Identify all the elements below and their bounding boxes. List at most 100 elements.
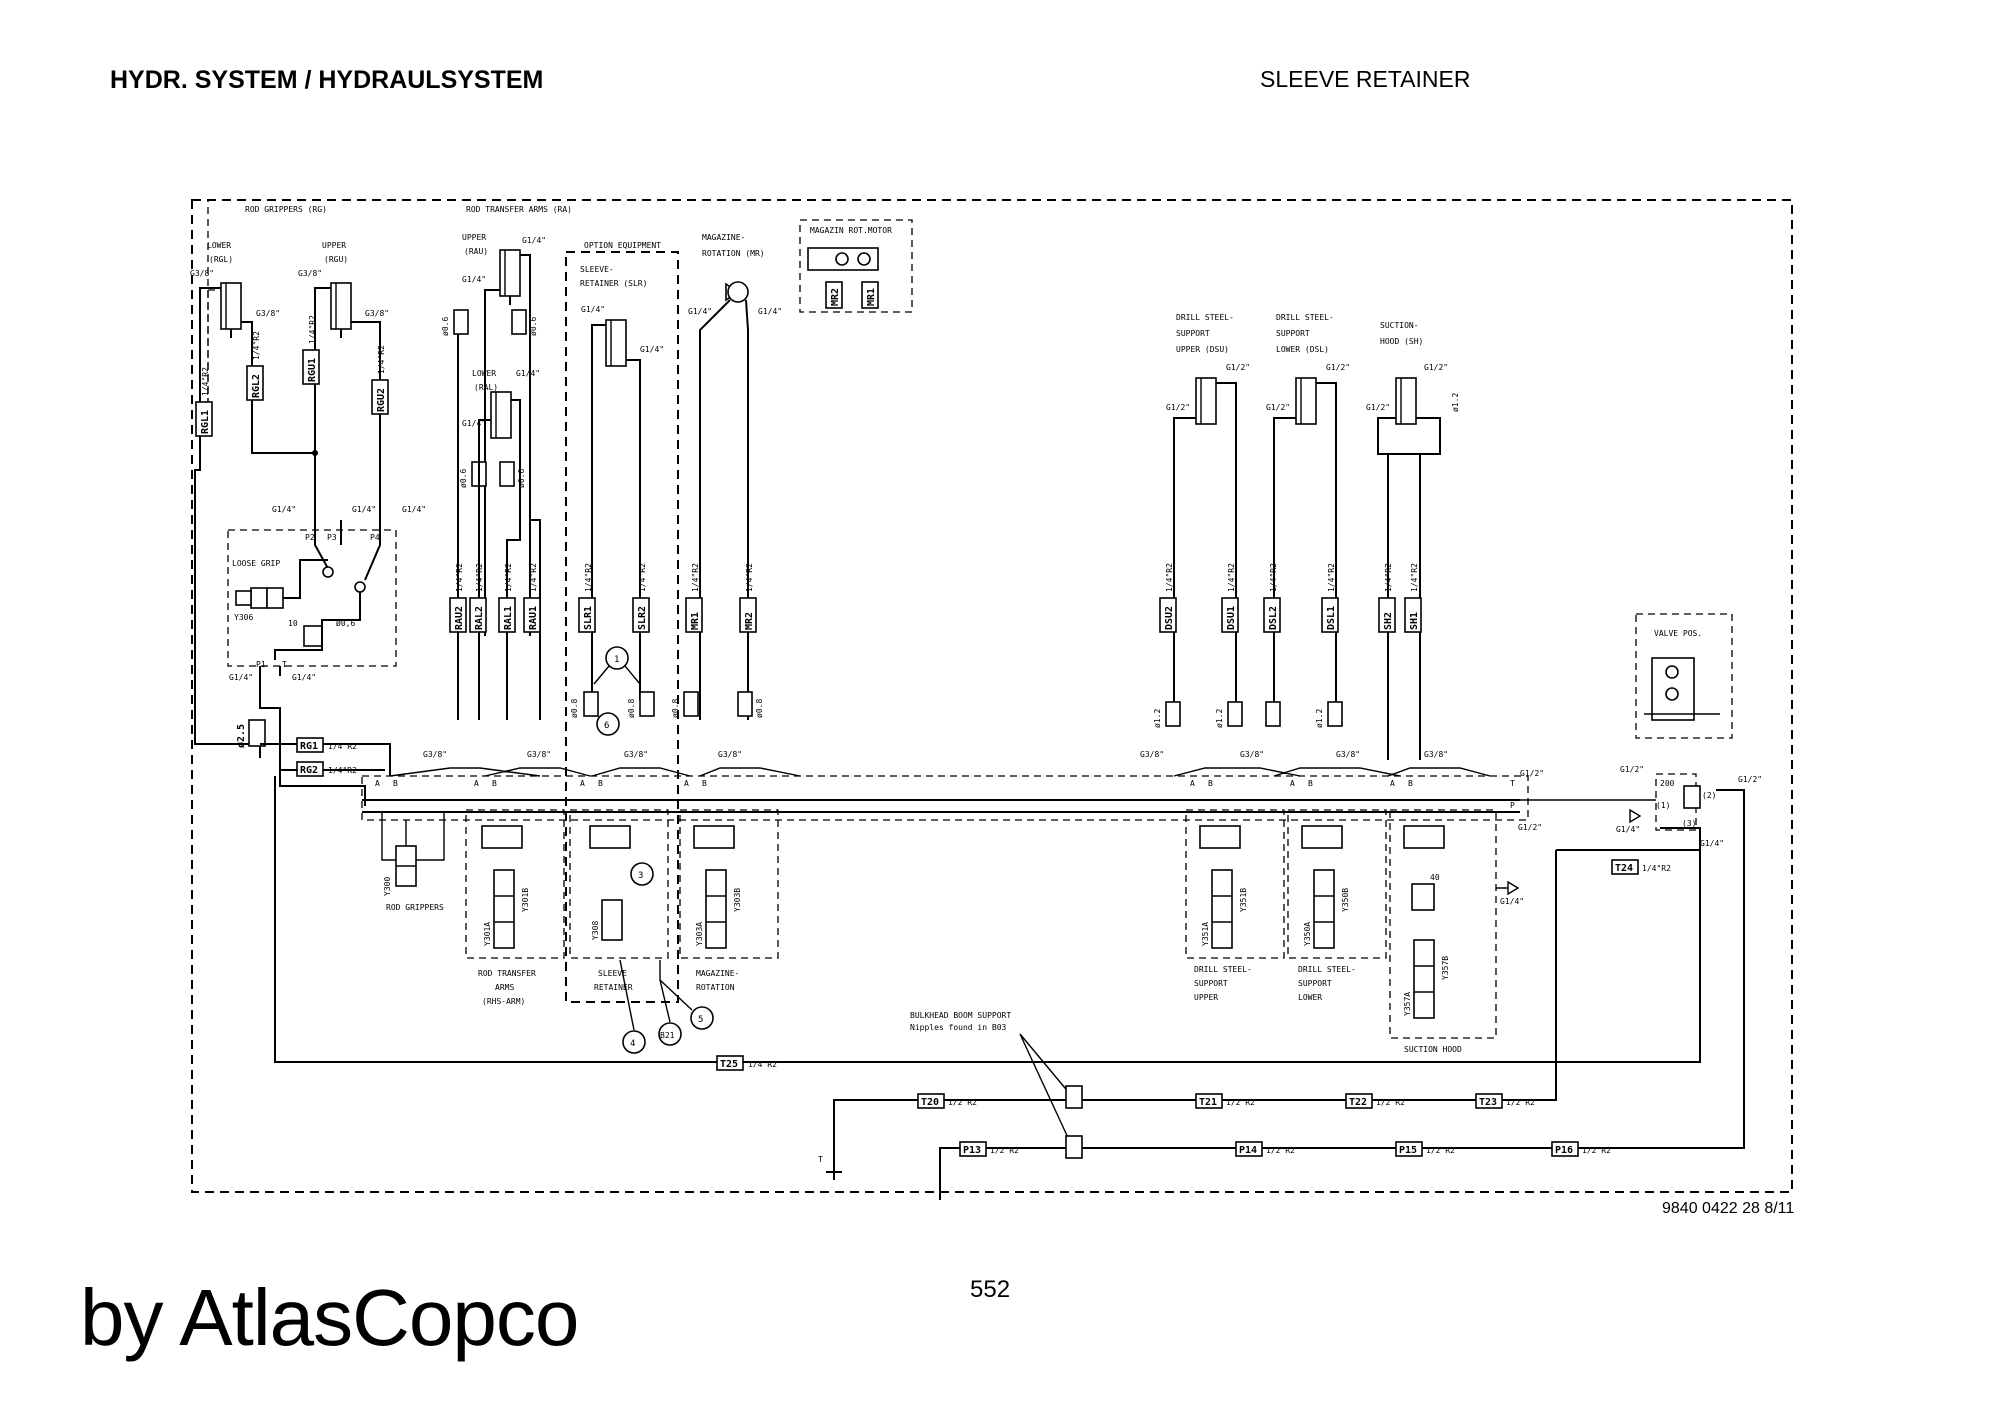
- hose-tag-rgl2: [246, 365, 264, 401]
- pressure-relief-10: [303, 625, 323, 647]
- svg-text:ø1.2: ø1.2: [1451, 393, 1460, 412]
- svg-text:T: T: [282, 660, 287, 669]
- svg-text:Y301B: Y301B: [521, 888, 530, 912]
- svg-text:B: B: [702, 779, 707, 788]
- svg-text:1/2"R2: 1/2"R2: [1266, 1146, 1295, 1155]
- loose-grip-block: [227, 529, 397, 667]
- svg-text:ROTATION (MR): ROTATION (MR): [702, 249, 765, 258]
- svg-text:A: A: [1290, 779, 1295, 788]
- svg-text:G3/8": G3/8": [1140, 750, 1164, 759]
- svg-text:ROD GRIPPERS: ROD GRIPPERS: [386, 903, 444, 912]
- svg-text:SH1: SH1: [1409, 612, 1420, 630]
- svg-text:1/4"R2: 1/4"R2: [691, 563, 700, 592]
- pressure-line-p13-p16: [939, 789, 1745, 1200]
- svg-text:Y303A: Y303A: [695, 922, 704, 946]
- svg-text:MR1: MR1: [690, 612, 701, 630]
- svg-text:G1/4": G1/4": [292, 673, 316, 682]
- svg-text:G1/4": G1/4": [516, 369, 540, 378]
- svg-text:RG1: RG1: [300, 741, 318, 752]
- svg-text:ø1.2: ø1.2: [1153, 709, 1162, 728]
- svg-text:G3/8": G3/8": [365, 309, 389, 318]
- svg-text:DSU2: DSU2: [1164, 606, 1175, 630]
- svg-text:DRILL STEEL-: DRILL STEEL-: [1194, 965, 1252, 974]
- svg-text:VALVE POS.: VALVE POS.: [1654, 629, 1702, 638]
- svg-text:G1/2": G1/2": [1518, 823, 1542, 832]
- svg-text:G1/4": G1/4": [229, 673, 253, 682]
- svg-text:G3/8": G3/8": [190, 269, 214, 278]
- svg-text:G1/2": G1/2": [1266, 403, 1290, 412]
- svg-text:1/4"R2: 1/4"R2: [377, 345, 386, 374]
- valve-pos-legend: [1635, 613, 1733, 739]
- svg-text:P1: P1: [256, 660, 266, 669]
- hose-tag-slr1: [578, 597, 596, 633]
- valve-section-dss-upper: Y351A Y351B DRILL STEEL- SUPPORT UPPER: [1185, 809, 1285, 1002]
- svg-text:G1/2": G1/2": [1366, 403, 1390, 412]
- svg-text:Y350B: Y350B: [1341, 888, 1350, 912]
- svg-text:T: T: [1510, 779, 1515, 788]
- brand-signature: by AtlasCopco: [80, 1273, 579, 1362]
- svg-text:1/4"R2: 1/4"R2: [1165, 563, 1174, 592]
- svg-text:ø1.2: ø1.2: [1215, 709, 1224, 728]
- svg-text:G1/2": G1/2": [1424, 363, 1448, 372]
- svg-text:1/4"R2: 1/4"R2: [504, 563, 513, 592]
- svg-text:Y357A: Y357A: [1403, 992, 1412, 1016]
- svg-text:LOWER: LOWER: [1298, 993, 1322, 1002]
- svg-text:A: A: [580, 779, 585, 788]
- svg-text:B: B: [1208, 779, 1213, 788]
- svg-text:1/4"R2: 1/4"R2: [1384, 563, 1393, 592]
- svg-text:G1/2": G1/2": [1326, 363, 1350, 372]
- svg-text:1/2"R2: 1/2"R2: [990, 1146, 1019, 1155]
- line-rgu2: [351, 321, 381, 520]
- valve-manifold: [361, 775, 1529, 821]
- svg-text:G1/4": G1/4": [522, 236, 546, 245]
- svg-text:RAL2: RAL2: [474, 606, 485, 630]
- bulkhead-nipple-p: [1065, 1135, 1083, 1159]
- cyl-rgu-label-2: (RGU): [324, 255, 348, 264]
- svg-text:T: T: [818, 1155, 823, 1164]
- cylinder-dsl: [1295, 377, 1317, 425]
- cyl-rgl-label-2: (RGL): [209, 255, 233, 264]
- svg-text:G3/8": G3/8": [298, 269, 322, 278]
- svg-text:(2): (2): [1702, 791, 1716, 800]
- svg-text:RGU1: RGU1: [307, 358, 318, 382]
- svg-text:3: 3: [638, 871, 643, 881]
- svg-text:10: 10: [288, 619, 298, 628]
- valve-section-sleeve-retainer: Y308 SLEEVE RETAINER: [569, 809, 669, 992]
- svg-text:T22: T22: [1349, 1097, 1367, 1108]
- valve-y306-body: [250, 587, 268, 609]
- svg-text:RGL1: RGL1: [200, 410, 211, 434]
- svg-text:SLR1: SLR1: [583, 606, 594, 630]
- svg-text:MAGAZINE-: MAGAZINE-: [696, 969, 739, 978]
- line-rgu1: [314, 287, 331, 520]
- callout-b21: [658, 1022, 682, 1046]
- cylinder-rgl: [220, 282, 242, 330]
- svg-text:1/4"R2: 1/4"R2: [455, 563, 464, 592]
- bulkhead-label-1: BULKHEAD BOOM SUPPORT: [910, 1011, 1011, 1020]
- svg-text:A: A: [684, 779, 689, 788]
- callout-1: [605, 646, 629, 670]
- svg-text:G1/4": G1/4": [640, 345, 664, 354]
- svg-text:SLEEVE: SLEEVE: [598, 969, 627, 978]
- svg-text:ø0.8: ø0.8: [570, 699, 579, 718]
- svg-text:1/4"R2: 1/4"R2: [475, 563, 484, 592]
- callout-3: [630, 862, 654, 886]
- svg-text:P4: P4: [370, 533, 380, 542]
- svg-text:G1/4": G1/4": [462, 275, 486, 284]
- svg-text:B: B: [393, 779, 398, 788]
- svg-text:ø0.8: ø0.8: [755, 699, 764, 718]
- svg-text:Y308: Y308: [591, 921, 600, 940]
- svg-text:G3/8": G3/8": [527, 750, 551, 759]
- tank-return-t25: [274, 776, 1701, 1063]
- callouts: 1 6 3 4 B21 5: [593, 646, 714, 1054]
- svg-text:6: 6: [604, 721, 609, 731]
- cyl-rgl-label-1: LOWER: [207, 241, 231, 250]
- svg-text:1/2"R2: 1/2"R2: [1226, 1098, 1255, 1107]
- hose-tag-dsu2: [1159, 597, 1177, 633]
- svg-text:ø0.6: ø0.6: [441, 317, 450, 336]
- svg-text:1/4"R2: 1/4"R2: [638, 563, 647, 592]
- line-tag-t24: [1611, 859, 1639, 875]
- hose-tag-dsu1: [1221, 597, 1239, 633]
- callout-5: [690, 1006, 714, 1030]
- svg-text:Y350A: Y350A: [1303, 922, 1312, 946]
- svg-text:(1): (1): [1656, 801, 1670, 810]
